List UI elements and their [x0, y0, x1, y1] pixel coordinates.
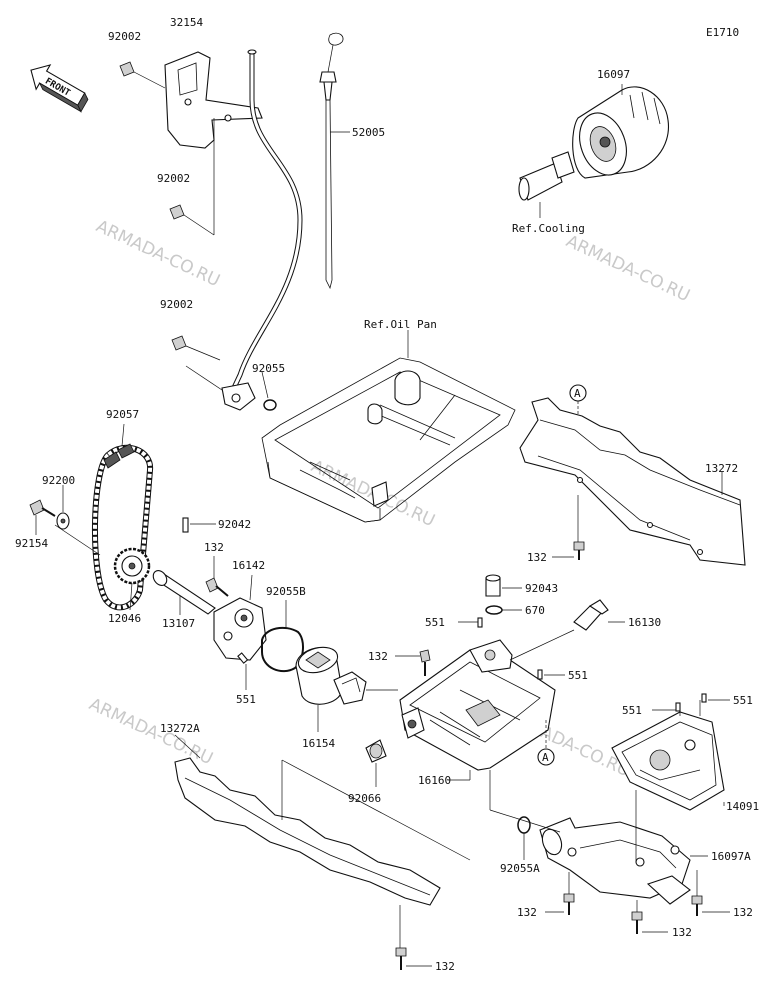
relief-valve-16130	[509, 599, 625, 661]
front-arrow-icon: FRONT	[30, 64, 89, 113]
bolt-132-pump	[205, 556, 229, 597]
bolt-132-bl	[545, 872, 575, 915]
dipstick-bracket	[164, 51, 263, 149]
dowel-551-cover-a	[652, 702, 681, 712]
label-132-bottom: 132	[435, 960, 455, 973]
label-92154: 92154	[15, 537, 48, 550]
dowel-551-cover-b	[701, 693, 730, 703]
label-132-body: 132	[368, 650, 388, 663]
label-92200: 92200	[42, 474, 75, 487]
ref-cooling: Ref.Cooling	[512, 222, 585, 235]
label-32154: 32154	[170, 16, 203, 29]
label-92057: 92057	[106, 408, 139, 421]
callout-a-bottom-label: A	[542, 751, 549, 764]
label-13107: 13107	[162, 617, 195, 630]
dipstick-tube	[221, 49, 303, 411]
oil-filter	[572, 84, 669, 179]
bolt-132-plate	[552, 541, 585, 560]
label-16154: 16154	[302, 737, 335, 750]
label-52005: 52005	[352, 126, 385, 139]
label-132-plate: 132	[527, 551, 547, 564]
baffle-plate-13272	[519, 397, 746, 566]
washer-92200	[56, 485, 70, 530]
o-ring-92055	[263, 399, 277, 411]
label-551-right: 551	[568, 669, 588, 682]
bolt-132-br	[691, 870, 730, 916]
bolt-92002-mid	[169, 118, 215, 236]
label-14091: 14091	[726, 800, 759, 813]
dowel-551-pump	[237, 652, 249, 690]
callout-a-top-label: A	[574, 387, 581, 400]
dowel-551-right	[537, 669, 565, 680]
drive-chain	[91, 423, 154, 611]
ref-oil-pan: Ref.Oil Pan	[364, 318, 437, 331]
label-551-cover-a: 551	[622, 704, 642, 717]
label-92043: 92043	[525, 582, 558, 595]
label-132-bl: 132	[517, 906, 537, 919]
label-92055: 92055	[252, 362, 285, 375]
label-551-pump: 551	[236, 693, 256, 706]
collar-92043	[485, 574, 522, 597]
plug-92066	[365, 739, 387, 787]
bolt-132-bottom	[395, 947, 432, 970]
label-16097: 16097	[597, 68, 630, 81]
label-92066: 92066	[348, 792, 381, 805]
part-labels: 32154 92002 52005 16097 92002 Ref.Coolin…	[15, 16, 759, 973]
dowel-551-body	[458, 617, 483, 628]
label-92055a: 92055A	[500, 862, 540, 875]
pump-rotor	[295, 646, 343, 732]
label-132-pump: 132	[204, 541, 224, 554]
dipstick	[319, 32, 350, 290]
label-16142: 16142	[232, 559, 265, 572]
label-551-body: 551	[425, 616, 445, 629]
filter-housing-16097a	[489, 770, 708, 905]
bolt-92002-top	[119, 61, 166, 89]
bolt-92154	[29, 499, 56, 535]
gasket-92055b	[261, 600, 304, 673]
label-92042: 92042	[218, 518, 251, 531]
oil-pan	[261, 330, 516, 523]
pump-housing	[399, 639, 556, 781]
sprocket	[113, 547, 151, 611]
pump-shaft	[152, 570, 216, 615]
diagram-code: E1710	[706, 26, 739, 39]
filter-fitting	[518, 151, 575, 218]
label-92002-b: 92002	[157, 172, 190, 185]
label-92055b: 92055B	[266, 585, 306, 598]
label-12046: 12046	[108, 612, 141, 625]
label-92002-c: 92002	[160, 298, 193, 311]
baffle-plate-13272a	[174, 734, 471, 948]
oil-pump-body	[213, 574, 267, 661]
watermark-2: ARMADA-CO.RU	[563, 231, 693, 306]
label-551-cover-b: 551	[733, 694, 753, 707]
callout-a-top: A	[569, 384, 587, 478]
bolt-132-body	[395, 649, 431, 676]
pump-cover-14091	[611, 700, 725, 811]
bolt-132-bm	[631, 900, 668, 934]
o-ring-92055a	[517, 816, 531, 860]
label-92002-a: 92002	[108, 30, 141, 43]
label-16097a: 16097A	[711, 850, 751, 863]
label-132-bm: 132	[672, 926, 692, 939]
label-16160: 16160	[418, 774, 451, 787]
pin-92042	[182, 517, 216, 533]
label-670: 670	[525, 604, 545, 617]
label-132-br: 132	[733, 906, 753, 919]
label-13272a: 13272A	[160, 722, 200, 735]
o-ring-670	[485, 605, 522, 615]
callout-a-bottom: A	[537, 720, 555, 766]
label-13272: 13272	[705, 462, 738, 475]
pump-rotor-inner	[333, 671, 398, 705]
label-16130: 16130	[628, 616, 661, 629]
bolt-92002-low	[171, 335, 223, 391]
